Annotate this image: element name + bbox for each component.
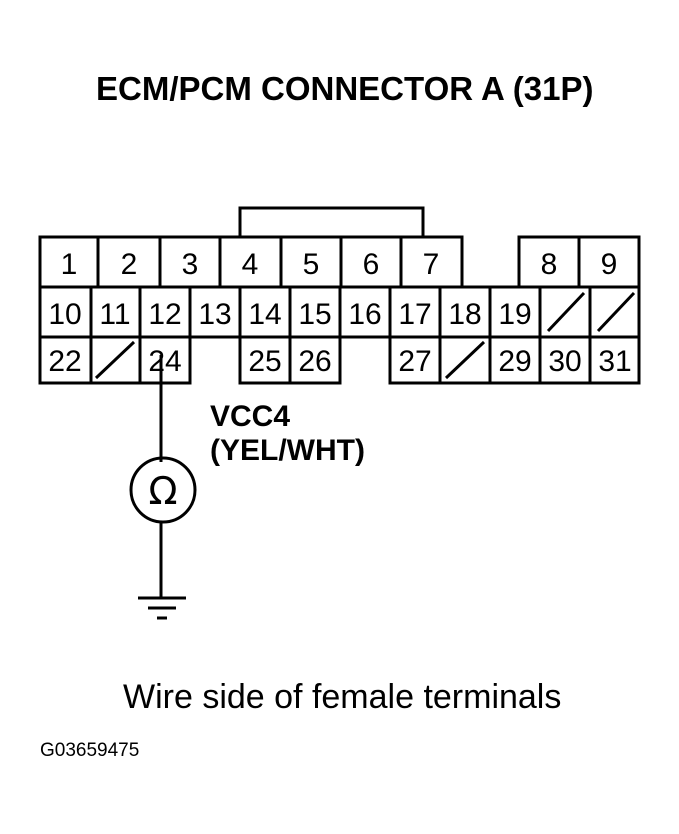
blank-cavity-slash [444,340,486,380]
terminal-label: 30 [548,345,581,378]
connector-lock-tab [238,206,425,237]
terminal-label: 1 [61,248,78,281]
terminal-label: 10 [48,298,81,331]
terminal-label: 31 [598,345,631,378]
terminal-label: 8 [541,248,558,281]
terminal-label: 13 [198,298,231,331]
terminal-label: 14 [248,298,281,331]
wire-label: VCC4 (YEL/WHT) [210,400,365,468]
row3-left-block [38,335,192,385]
terminal-label: 2 [121,248,138,281]
terminal-label: 12 [148,298,181,331]
figure-id: G03659475 [40,740,140,761]
row3-right-block [388,335,641,385]
terminal-label: 27 [398,345,431,378]
terminal-label: 29 [498,345,531,378]
terminal-label: 7 [423,248,440,281]
ohmmeter-circle [129,456,197,524]
terminal-label: 24 [148,345,181,378]
wire-signal-name: VCC4 [210,400,291,433]
terminal-label: 9 [601,248,618,281]
ohm-icon: Ω [148,469,177,513]
blank-cavity-slash [596,291,636,333]
terminal-label: 4 [242,248,259,281]
terminal-label: 22 [48,345,81,378]
row3-labels: 22 24 25 26 27 29 30 31 [48,345,631,378]
diagram-title: ECM/PCM CONNECTOR A (31P) [96,70,594,107]
blank-cavity-slash [546,291,586,333]
terminal-label: 25 [248,345,281,378]
terminal-label: 26 [298,345,331,378]
row1-labels: 1 2 3 4 5 6 7 8 9 [61,248,618,281]
terminal-label: 11 [99,298,130,331]
terminal-label: 5 [303,248,320,281]
terminal-label: 3 [182,248,199,281]
terminal-label: 6 [363,248,380,281]
terminal-label: 17 [398,298,431,331]
terminal-label: 15 [298,298,331,331]
blank-cavity-slash [94,340,136,380]
terminal-label: 18 [448,298,481,331]
wire-color: (YEL/WHT) [210,434,365,467]
row2-labels: 10 11 12 13 14 15 16 17 18 19 [48,298,531,331]
diagram-caption: Wire side of female terminals [123,678,562,716]
terminal-label: 19 [498,298,531,331]
terminal-label: 16 [348,298,381,331]
